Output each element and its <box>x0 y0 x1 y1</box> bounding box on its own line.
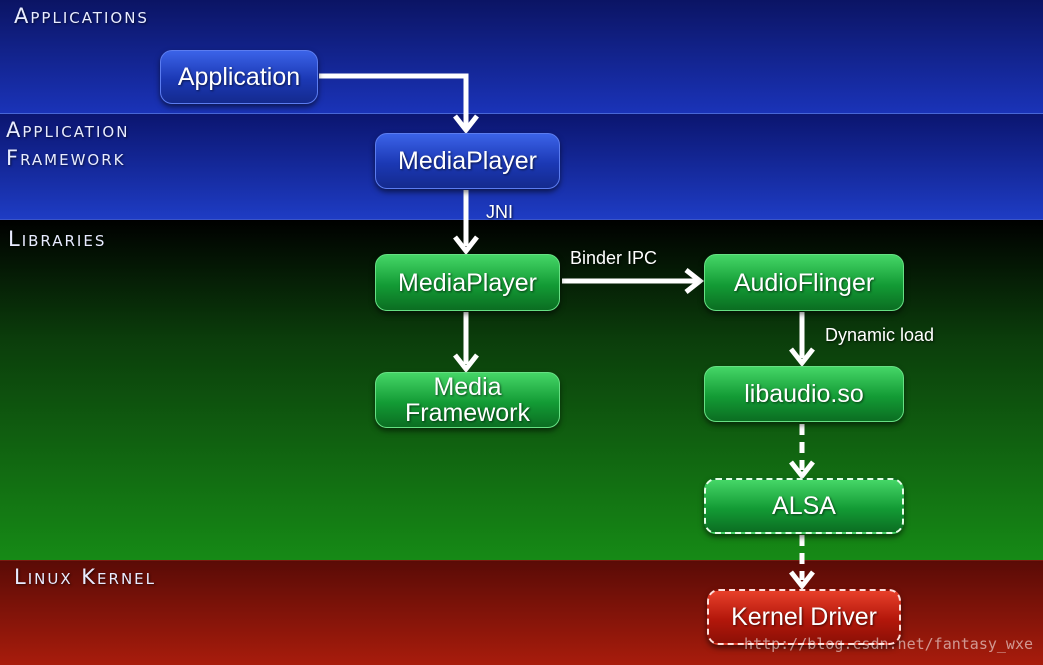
applications-label: Applications <box>14 4 149 28</box>
alsa-node: ALSA <box>704 478 904 534</box>
arrowhead-application-to-mediaplayer <box>453 114 479 135</box>
arrowhead-libaudio-to-alsa <box>789 460 815 481</box>
arrowhead-jni <box>453 235 479 256</box>
jni-label: JNI <box>486 202 513 222</box>
audioflinger-node: AudioFlinger <box>704 254 904 311</box>
arrowhead-binder-ipc <box>684 268 705 294</box>
application-node: Application <box>160 50 318 104</box>
arrowhead-dynamic-load <box>789 347 815 368</box>
libaudio-node: libaudio.so <box>704 366 904 422</box>
watermark-url: http://blog.csdn.net/fantasy_wxe <box>744 635 1033 653</box>
dynamic-load-label: Dynamic load <box>825 325 935 345</box>
mediaplayer-native-node: MediaPlayer <box>375 254 560 311</box>
arrow-application-to-mediaplayer <box>319 73 469 126</box>
kernel-driver-node: Kernel Driver <box>707 589 901 645</box>
media-framework-node: Media Framework <box>375 372 560 428</box>
arrowhead-alsa-to-kernel-driver <box>789 570 815 591</box>
libraries-label: Libraries <box>8 227 107 251</box>
linux-kernel-label: Linux Kernel <box>14 565 157 589</box>
mediaplayer-framework-node: MediaPlayer <box>375 133 560 189</box>
arrowhead-mediaplayer-to-media-framework <box>453 353 479 374</box>
application-framework-label: Application Framework <box>6 118 130 170</box>
binder-ipc-label: Binder IPC <box>570 248 658 268</box>
